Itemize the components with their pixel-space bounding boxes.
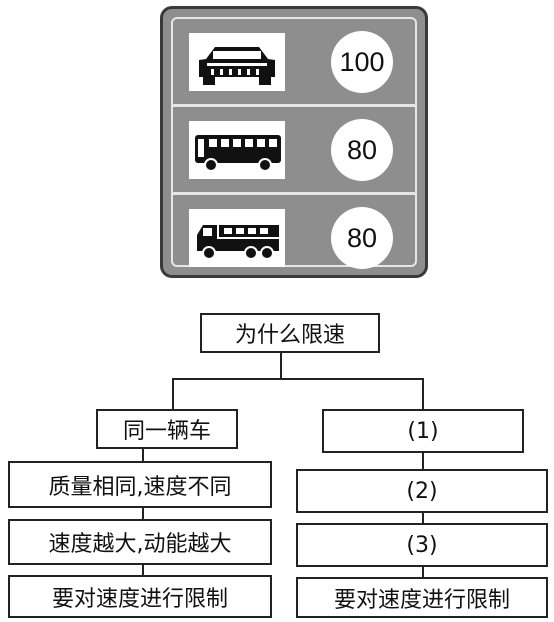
speed-limit-sign: 100 80 — [160, 6, 428, 278]
root-question-box: 为什么限速 — [200, 313, 380, 353]
left-step-box: 速度越大,动能越大 — [8, 519, 272, 565]
sign-divider — [171, 104, 417, 107]
speed-limit-value: 100 — [331, 31, 393, 93]
sign-border: 100 80 — [171, 17, 417, 269]
connector-line — [142, 563, 144, 577]
blank-box-1: (1) — [322, 409, 524, 453]
blank-box-2: (2) — [296, 469, 548, 513]
speed-limit-value: 80 — [331, 119, 393, 181]
connector-line — [172, 378, 424, 380]
left-step-box: 要对速度进行限制 — [8, 575, 272, 618]
speed-limit-value: 80 — [331, 207, 393, 269]
same-vehicle-box: 同一辆车 — [96, 409, 238, 449]
connector-line — [142, 447, 144, 463]
sign-divider — [171, 192, 417, 195]
connector-line — [422, 511, 424, 525]
left-step-box: 质量相同,速度不同 — [8, 461, 272, 508]
sign-row-truck: 80 — [173, 195, 415, 279]
right-conclusion-box: 要对速度进行限制 — [296, 577, 548, 618]
connector-line — [422, 451, 424, 471]
connector-line — [142, 506, 144, 521]
car-panel — [189, 33, 285, 91]
connector-line — [422, 378, 424, 411]
truck-panel — [189, 209, 285, 267]
truck-icon — [197, 225, 279, 260]
connector-line — [280, 351, 282, 379]
sign-row-bus: 80 — [173, 107, 415, 191]
bus-panel — [189, 121, 285, 179]
connector-line — [422, 565, 424, 579]
car-icon — [199, 47, 275, 85]
connector-line — [172, 378, 174, 411]
bus-icon — [195, 135, 281, 172]
sign-row-car: 100 — [173, 19, 415, 103]
blank-box-3: (3) — [296, 523, 548, 567]
